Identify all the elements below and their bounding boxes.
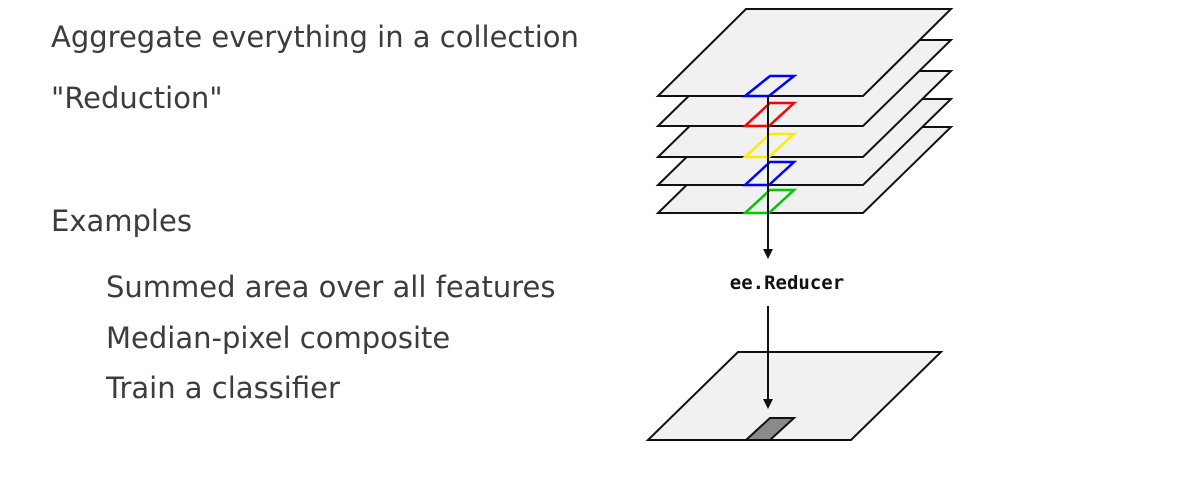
example-item: Train a classifier xyxy=(106,371,340,405)
examples-heading: Examples xyxy=(51,204,192,238)
pixel-square xyxy=(741,74,798,98)
pixel-square xyxy=(741,188,798,215)
example-item: Median-pixel composite xyxy=(106,321,451,355)
pixel-square xyxy=(741,101,798,128)
example-item: Summed area over all features xyxy=(106,270,556,304)
output-layer xyxy=(645,351,944,441)
output-image xyxy=(645,351,944,441)
heading-reduction: "Reduction" xyxy=(51,81,223,115)
pixel-square xyxy=(741,160,798,187)
stack-layer xyxy=(655,8,954,97)
pixel-square xyxy=(741,132,798,159)
image-stack xyxy=(655,8,954,215)
heading-aggregate: Aggregate everything in a collection xyxy=(51,20,579,54)
output-pixel xyxy=(743,417,797,441)
reducer-label: ee.Reducer xyxy=(730,272,844,294)
